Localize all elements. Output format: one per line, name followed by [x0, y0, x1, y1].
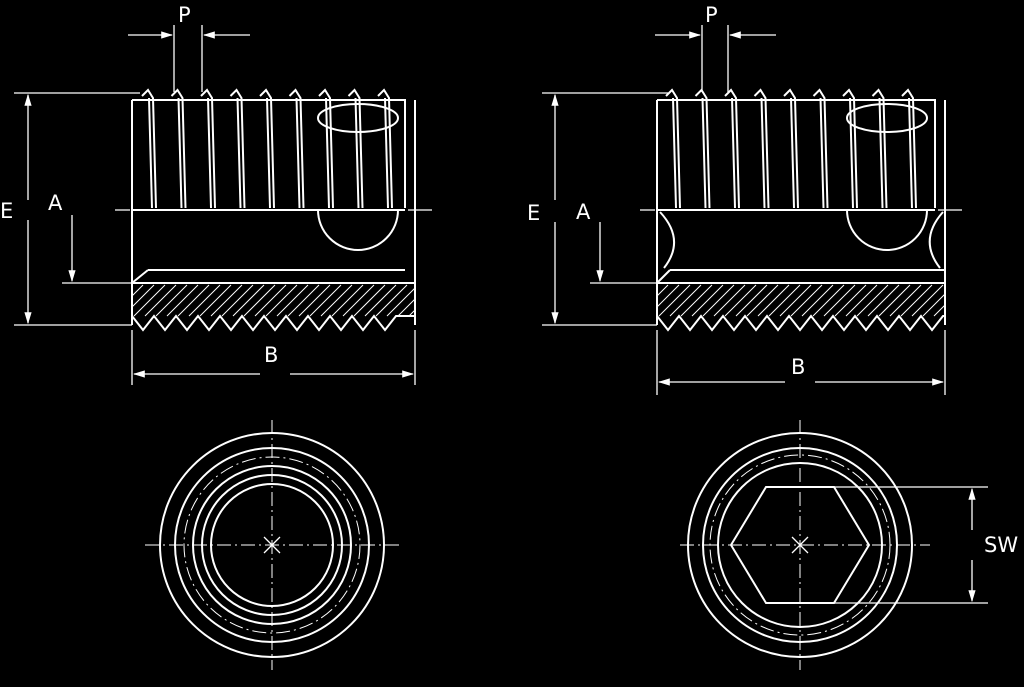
dim-label-sw: SW: [984, 533, 1018, 557]
hatching-left: [131, 284, 416, 317]
dim-label-p: P: [178, 3, 191, 27]
right-top-view: SW: [680, 420, 1018, 670]
dim-label-e-right: E: [527, 201, 540, 225]
right-side-view: P E A B: [527, 3, 962, 395]
thread-flanks-left: [141, 88, 393, 209]
dim-label-b: B: [264, 343, 278, 367]
dim-label-p-right: P: [705, 3, 718, 27]
dim-label-b-right: B: [791, 355, 805, 379]
hatching-right: [656, 284, 946, 317]
bottom-thread-teeth-right: [656, 314, 945, 332]
left-top-view: [145, 420, 400, 670]
bottom-thread-teeth-left: [131, 314, 415, 332]
dim-label-a-right: A: [576, 200, 591, 224]
left-side-view: P E A B: [0, 3, 432, 385]
dim-label-e: E: [0, 199, 13, 223]
dim-label-a: A: [48, 191, 63, 215]
thread-flanks-right: [665, 88, 917, 209]
